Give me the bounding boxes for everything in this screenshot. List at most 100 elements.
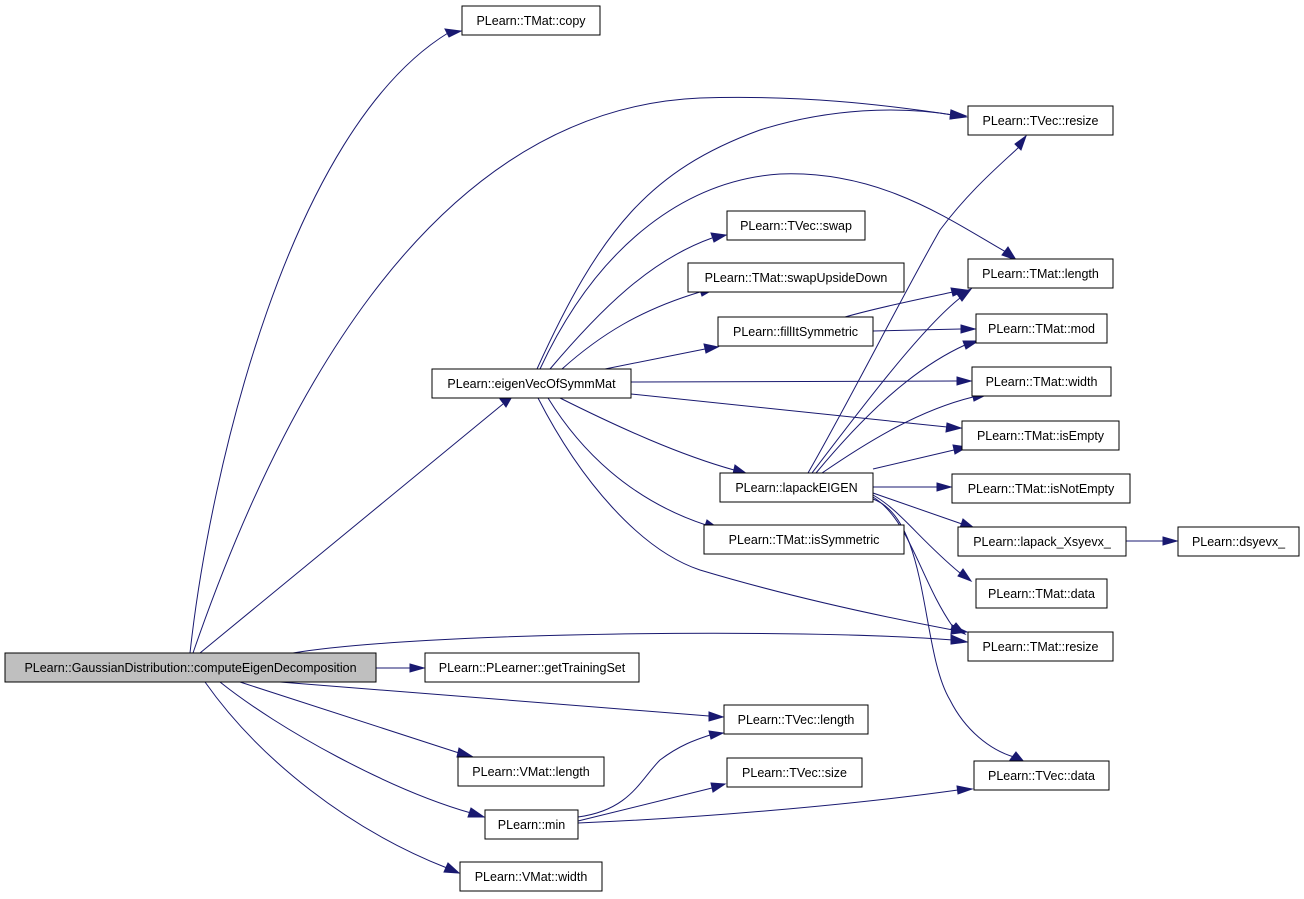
edge-line — [192, 96, 954, 654]
arrowhead-icon — [1001, 246, 1018, 261]
node-eigenVecOfSymmMat[interactable]: PLearn::eigenVecOfSymmMat — [431, 368, 632, 399]
edge-computeEigenDecomposition-to-vmat_width — [204, 681, 461, 874]
node-tmat_isSymmetric[interactable]: PLearn::TMat::isSymmetric — [703, 524, 905, 555]
node-tmat_width[interactable]: PLearn::TMat::width — [971, 366, 1112, 397]
node-label: PLearn::TMat::length — [982, 267, 1099, 281]
node-label: PLearn::TMat::mod — [988, 322, 1095, 336]
edge-eigenVecOfSymmMat-to-tvec_swap — [549, 232, 728, 370]
edge-computeEigenDecomposition-to-eigenVecOfSymmMat — [199, 391, 516, 654]
node-dsyevx_[interactable]: PLearn::dsyevx_ — [1177, 526, 1300, 557]
node-label: PLearn::fillItSymmetric — [733, 325, 858, 339]
edge-eigenVecOfSymmMat-to-lapackEIGEN — [559, 397, 749, 475]
node-tmat_isEmpty[interactable]: PLearn::TMat::isEmpty — [961, 420, 1120, 451]
arrowhead-icon — [945, 422, 963, 433]
node-tmat_resize[interactable]: PLearn::TMat::resize — [967, 631, 1114, 662]
edge-line — [811, 297, 961, 474]
node-label: PLearn::TVec::resize — [982, 114, 1098, 128]
arrowhead-icon — [1014, 134, 1028, 151]
node-label: PLearn::VMat::length — [472, 765, 589, 779]
edge-lapackEIGEN-to-tmat_data — [872, 494, 973, 583]
node-label: PLearn::lapack_Xsyevx_ — [973, 535, 1112, 549]
node-box — [723, 704, 869, 735]
node-box — [967, 258, 1114, 289]
node-label: PLearn::TMat::isEmpty — [977, 429, 1105, 443]
node-box — [971, 366, 1112, 397]
node-tmat_isNotEmpty[interactable]: PLearn::TMat::isNotEmpty — [951, 473, 1131, 504]
node-lapackEIGEN[interactable]: PLearn::lapackEIGEN — [719, 472, 874, 503]
edge-eigenVecOfSymmMat-to-tmat_length — [539, 173, 1018, 370]
node-box — [719, 472, 874, 503]
node-tvec_length[interactable]: PLearn::TVec::length — [723, 704, 869, 735]
edge-line — [577, 787, 713, 822]
arrowhead-icon — [960, 324, 977, 334]
node-label: PLearn::TVec::data — [988, 769, 1095, 783]
node-label: PLearn::TMat::width — [986, 375, 1098, 389]
node-min[interactable]: PLearn::min — [484, 809, 579, 840]
edge-lapackEIGEN-to-tmat_width — [821, 391, 988, 474]
node-tmat_mod[interactable]: PLearn::TMat::mod — [975, 313, 1108, 344]
node-box — [424, 652, 640, 683]
node-box — [975, 578, 1108, 609]
edge-lapackEIGEN-to-tmat_isEmpty — [872, 444, 969, 470]
node-tmat_copy[interactable]: PLearn::TMat::copy — [461, 5, 601, 36]
node-box — [726, 757, 863, 788]
edge-line — [604, 348, 706, 370]
node-box — [687, 262, 905, 293]
edge-min-to-tvec_data — [577, 785, 974, 824]
edge-line — [872, 328, 962, 332]
node-fillItSymmetric[interactable]: PLearn::fillItSymmetric — [717, 316, 874, 347]
arrowhead-icon — [956, 287, 973, 302]
node-label: PLearn::TMat::copy — [476, 14, 586, 28]
node-box — [957, 526, 1127, 557]
edge-line — [577, 789, 959, 824]
edge-line — [549, 237, 713, 370]
edge-computeEigenDecomposition-to-min — [219, 681, 486, 818]
node-label: PLearn::eigenVecOfSymmMat — [447, 377, 616, 391]
edge-lapackEIGEN-to-tmat_isNotEmpty — [873, 482, 953, 492]
edge-eigenVecOfSymmMat-to-tmat_isEmpty — [630, 393, 963, 433]
node-computeEigenDecomposition[interactable]: PLearn::GaussianDistribution::computeEig… — [4, 652, 377, 683]
call-nodes: PLearn::GaussianDistribution::computeEig… — [4, 5, 1300, 892]
node-label: PLearn::lapackEIGEN — [735, 481, 857, 495]
edge-lapackEIGEN-to-tvec_resize — [807, 134, 1028, 474]
edge-eigenVecOfSymmMat-to-fillItSymmetric — [604, 343, 720, 370]
node-label: PLearn::TMat::resize — [982, 640, 1098, 654]
node-getTrainingSet[interactable]: PLearn::PLearner::getTrainingSet — [424, 652, 640, 683]
arrowhead-icon — [467, 807, 486, 818]
arrowhead-icon — [443, 862, 461, 874]
node-label: PLearn::TMat::swapUpsideDown — [705, 271, 888, 285]
node-vmat_length[interactable]: PLearn::VMat::length — [457, 756, 605, 787]
node-box — [457, 756, 605, 787]
edge-fillItSymmetric-to-tmat_mod — [872, 324, 977, 334]
edge-line — [189, 32, 449, 654]
node-tvec_size[interactable]: PLearn::TVec::size — [726, 757, 863, 788]
edge-computeEigenDecomposition-to-tmat_resize — [292, 632, 969, 654]
edge-line — [279, 681, 710, 717]
edge-eigenVecOfSymmMat-to-tvec_resize — [536, 109, 968, 370]
node-tvec_data[interactable]: PLearn::TVec::data — [973, 760, 1110, 791]
node-box — [461, 5, 601, 36]
node-label: PLearn::TVec::length — [738, 713, 855, 727]
node-label: PLearn::TVec::size — [742, 766, 847, 780]
node-tvec_swap[interactable]: PLearn::TVec::swap — [726, 210, 866, 241]
edge-lapackEIGEN-to-tmat_resize — [872, 496, 967, 636]
node-tmat_length[interactable]: PLearn::TMat::length — [967, 258, 1114, 289]
edge-line — [815, 344, 966, 474]
node-label: PLearn::TVec::swap — [740, 219, 852, 233]
node-label: PLearn::TMat::isSymmetric — [729, 533, 880, 547]
node-box — [1177, 526, 1300, 557]
edge-line — [239, 681, 460, 754]
node-tvec_resize[interactable]: PLearn::TVec::resize — [967, 105, 1114, 136]
node-tmat_swapUpsideDown[interactable]: PLearn::TMat::swapUpsideDown — [687, 262, 905, 293]
node-tmat_data[interactable]: PLearn::TMat::data — [975, 578, 1108, 609]
node-box — [975, 313, 1108, 344]
arrowhead-icon — [936, 482, 953, 492]
node-box — [4, 652, 377, 683]
edge-min-to-tvec_length — [577, 730, 725, 818]
edge-line — [630, 380, 958, 383]
node-lapack_Xsyevx_[interactable]: PLearn::lapack_Xsyevx_ — [957, 526, 1127, 557]
node-vmat_width[interactable]: PLearn::VMat::width — [459, 861, 603, 892]
edge-line — [872, 494, 961, 574]
arrowhead-icon — [708, 711, 725, 722]
